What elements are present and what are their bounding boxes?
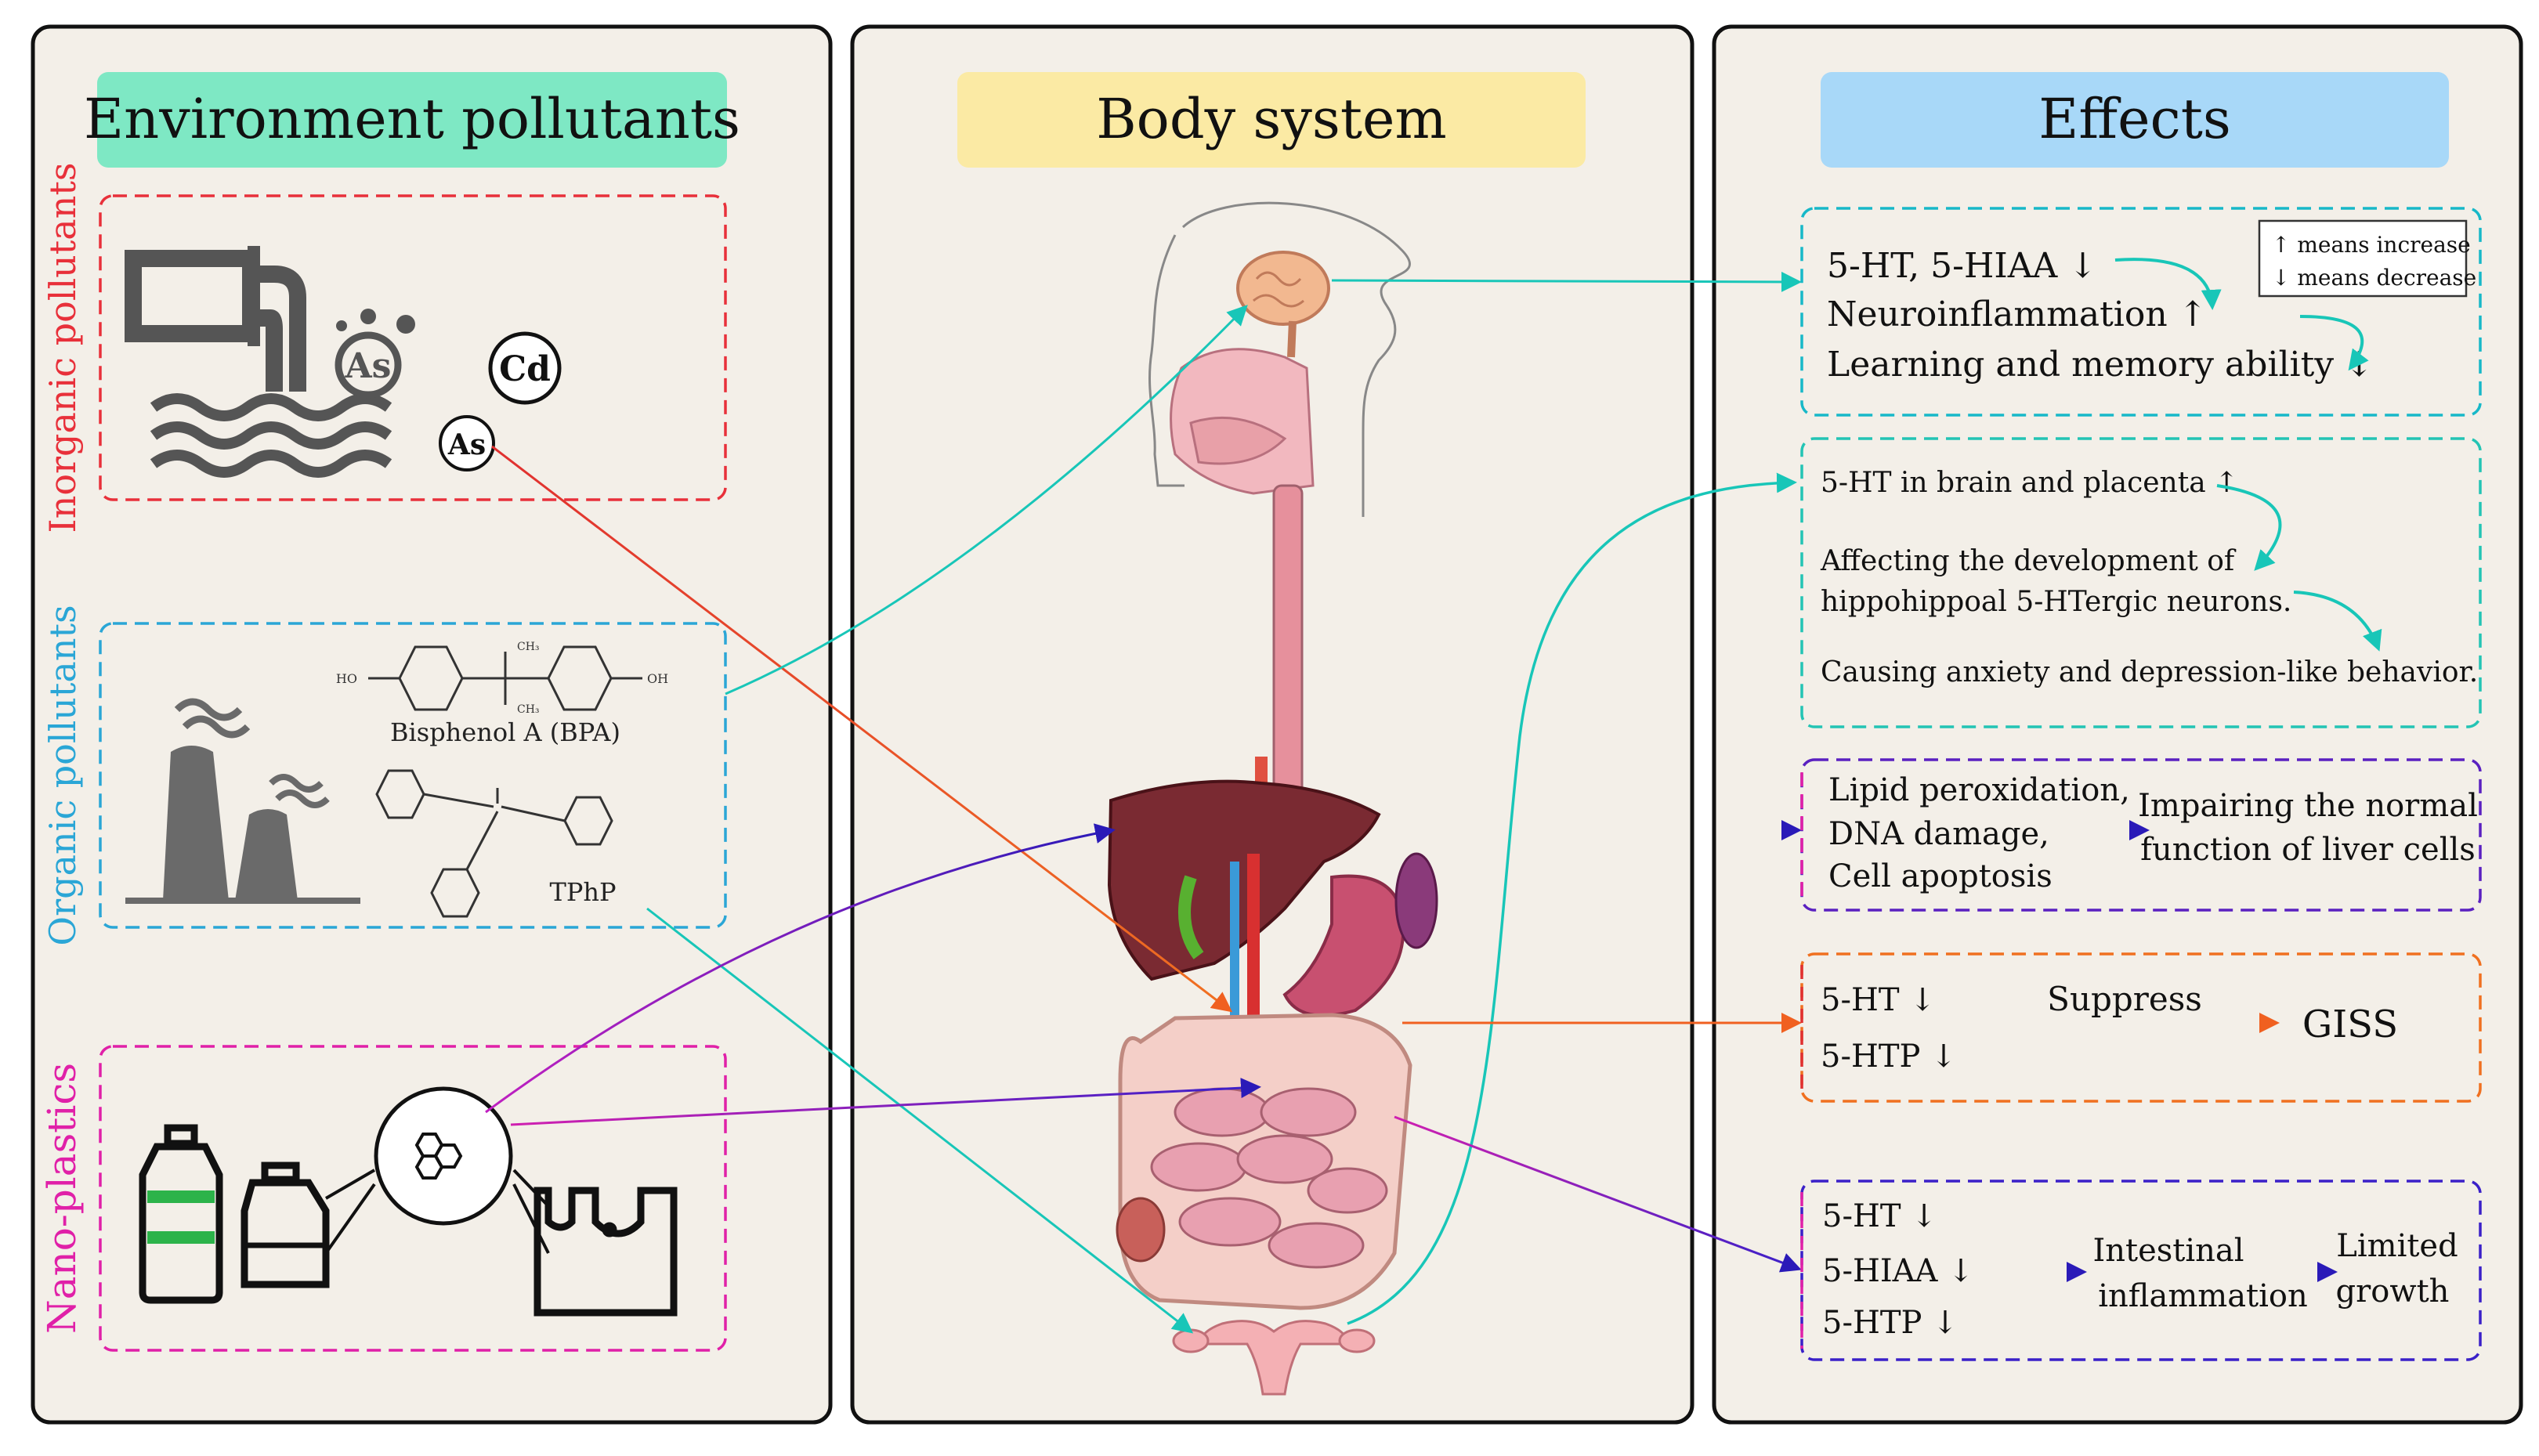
intestine-effect-end-2: growth	[2336, 1274, 2450, 1310]
bpa-to-brain-arrow	[725, 305, 1248, 695]
intestine-effect-b: 5-HIAA ↓	[1822, 1253, 1974, 1289]
intestine-effect-mid-1: Intestinal	[2092, 1233, 2244, 1269]
connection-arrows	[485, 271, 1802, 1334]
legend-box: ↑ means increase ↓ means decrease	[2258, 219, 2476, 298]
factory-icon	[125, 698, 360, 904]
bpa-structure-icon	[368, 645, 642, 711]
gut-effect-box: 5-HT ↓ 5-HTP ↓ Suppress GISS	[1800, 952, 2482, 1103]
liver-icon	[1107, 779, 1381, 981]
inorganic-label: Inorganic pollutants	[42, 163, 84, 533]
small-intestine-icon	[1150, 1087, 1388, 1269]
brain-effect-box: 5-HT, 5-HIAA ↓ Neuroinflammation ↑ Learn…	[1800, 207, 2482, 417]
gut-effect-suppress: Suppress	[2047, 980, 2202, 1018]
cadmium-chip: Cd	[488, 331, 562, 405]
body-illustration	[1107, 201, 1438, 1396]
intestine-effect-a: 5-HT ↓	[1822, 1198, 1937, 1234]
small-bottle-icon	[241, 1162, 330, 1288]
brain-effect-line-3: Learning and memory ability ↓	[1827, 345, 2374, 385]
pollutants-header: Environment pollutants	[84, 72, 740, 168]
bpa-ch3-top: CH₃	[517, 641, 540, 653]
tphp-label: TPhP	[549, 877, 616, 907]
liver-effect-right-1: Impairing the normal	[2138, 788, 2478, 824]
nano-to-colon-arrow	[510, 1078, 1261, 1126]
nanoparticle-icon	[324, 1086, 550, 1255]
uterus-icon	[1199, 1320, 1349, 1396]
legend-increase: ↑ means increase	[2272, 232, 2471, 258]
gut-effect-a: 5-HT ↓	[1821, 982, 1936, 1018]
liver-effect-right-2: function of liver cells	[2140, 832, 2476, 868]
arsenic-chip-2: As	[439, 415, 495, 471]
development-line-2: Affecting the development of	[1820, 545, 2237, 577]
tphp-structure-icon	[375, 769, 613, 918]
brain-to-effect-arrow	[1331, 271, 1802, 292]
tphp-to-uterus-arrow	[646, 907, 1194, 1334]
water-waves-icon	[150, 393, 392, 478]
development-line-1: 5-HT in brain and placenta ↑	[1821, 467, 2238, 499]
inorganic-group: Inorganic pollutants As Cd As	[42, 163, 727, 533]
uterus-to-development-arrow	[1347, 472, 1797, 1325]
pollutants-panel	[31, 24, 833, 1425]
brain-icon	[1236, 251, 1330, 326]
legend-decrease: ↓ means decrease	[2272, 265, 2476, 291]
organic-label: Organic pollutants	[42, 605, 84, 945]
liver-effect-box: Lipid peroxidation, DNA damage, Cell apo…	[1800, 758, 2482, 912]
svg-text:As: As	[447, 428, 486, 461]
development-effect-box: 5-HT in brain and placenta ↑ Affecting t…	[1800, 437, 2482, 728]
nano-group: Nano-plastics	[39, 1045, 727, 1352]
bpa-oh: OH	[647, 671, 668, 686]
intestine-effect-c: 5-HTP ↓	[1822, 1305, 1959, 1341]
nano-to-liver-arrow	[485, 823, 1116, 1114]
development-line-3: hippohippoal 5-HTergic neurons.	[1821, 586, 2291, 618]
liver-effect-left-2: DNA damage,	[1828, 816, 2049, 852]
development-line-4: Causing anxiety and depression-like beha…	[1821, 656, 2478, 688]
gut-effect-result: GISS	[2302, 1003, 2398, 1046]
intestine-effect-end-1: Limited	[2336, 1228, 2458, 1264]
arsenic-to-gut-arrow	[491, 445, 1233, 1013]
nano-label: Nano-plastics	[39, 1063, 85, 1334]
intestine-effect-box: 5-HT ↓ 5-HIAA ↓ 5-HTP ↓ Intestinal infla…	[1800, 1180, 2482, 1361]
pollutants-title: Environment pollutants	[84, 87, 740, 151]
arsenic-bubble-icon: As	[335, 309, 415, 399]
liver-effect-left-3: Cell apoptosis	[1828, 858, 2053, 894]
head-outline	[1181, 201, 1411, 517]
liver-effect-left-1: Lipid peroxidation,	[1828, 772, 2130, 808]
arsenic-chip-1: As	[345, 346, 392, 386]
effects-title: Effects	[2038, 87, 2231, 151]
bpa-ho: HO	[336, 671, 357, 686]
esophagus-icon	[1272, 484, 1304, 832]
body-title: Body system	[1096, 87, 1447, 151]
intestine-effect-mid-2: inflammation	[2098, 1278, 2308, 1314]
colon-to-intestine-arrow	[1394, 1115, 1802, 1273]
organic-group: Organic pollutants HO OH CH₃ CH₃ Bisphen…	[42, 605, 727, 946]
plastic-bag-icon	[533, 1187, 678, 1317]
large-bottle-icon	[139, 1124, 223, 1304]
brain-effect-line-1: 5-HT, 5-HIAA ↓	[1827, 246, 2097, 286]
stomach-icon	[1282, 874, 1405, 1017]
body-panel	[850, 24, 1694, 1425]
body-header: Body system	[957, 72, 1586, 168]
svg-text:Cd: Cd	[499, 349, 551, 389]
brain-effect-line-2: Neuroinflammation ↑	[1827, 294, 2208, 334]
pipe-outflow-icon	[125, 246, 306, 392]
effects-header: Effects	[1821, 72, 2449, 168]
gut-effect-b: 5-HTP ↓	[1821, 1039, 1957, 1075]
bpa-ch3-bottom: CH₃	[517, 703, 540, 716]
bpa-label: Bisphenol A (BPA)	[390, 717, 620, 747]
effects-panel	[1712, 24, 2523, 1425]
